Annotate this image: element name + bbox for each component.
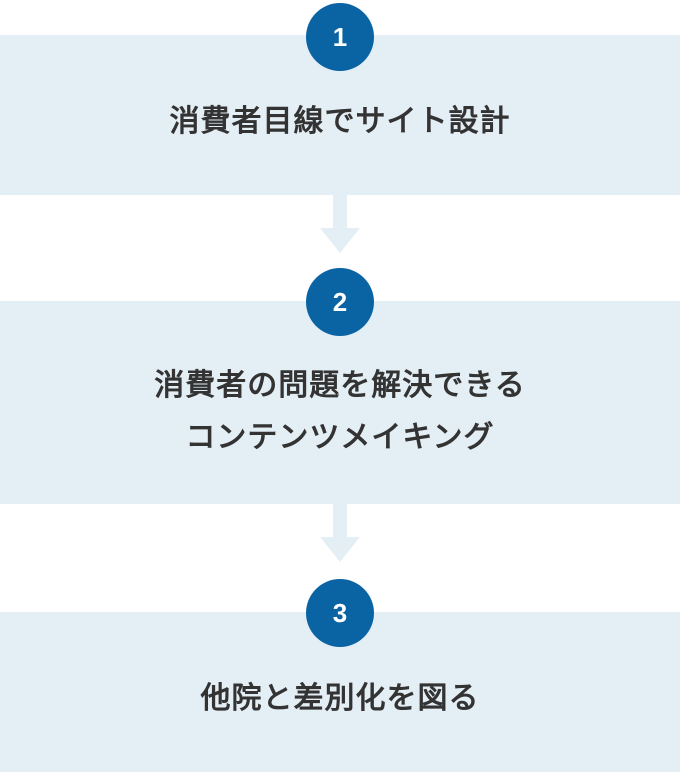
step-1-number-badge: 1 [306,3,374,71]
step-1-line-1: 消費者目線でサイト設計 [169,104,511,139]
step-2-line-1: 消費者の問題を解決できる [154,367,526,403]
step-2-text: 消費者の問題を解決できる コンテンツメイキング [154,342,525,464]
step-2-number-badge: 2 [306,268,374,336]
step-2-line-2: コンテンツメイキング [185,419,495,455]
step-1-text: 消費者目線でサイト設計 [170,82,511,148]
down-arrow-icon [320,504,360,562]
step-2-box: 消費者の問題を解決できる コンテンツメイキング [0,301,680,504]
step-3-line-1: 他院と差別化を図る [200,681,480,716]
down-arrow-icon [320,195,360,253]
step-3-number-badge: 3 [306,579,374,647]
step-3-text: 他院と差別化を図る [201,659,480,725]
